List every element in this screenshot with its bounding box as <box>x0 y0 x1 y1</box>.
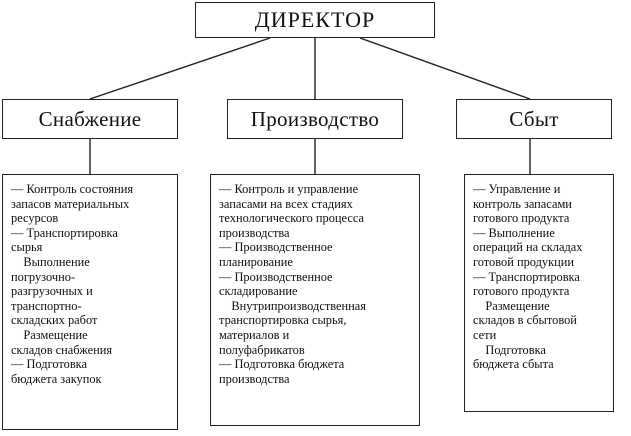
sales-function-line: бюджета сбыта <box>473 357 554 372</box>
dept-production-title: Производство <box>250 106 380 131</box>
dept-supply-title: Снабжение <box>38 106 142 131</box>
production-function-line: — Контроль и управление <box>219 182 359 196</box>
production-function-line: — Производственное <box>219 269 333 284</box>
sales-function-line: Подготовка <box>473 342 546 357</box>
dept-supply-box: Снабжение <box>2 99 178 139</box>
sales-function-line: — Управление и <box>473 182 561 196</box>
supply-function-line: бюджета закупок <box>11 371 102 386</box>
sales-functions-box: — Управление и контроль запасами готовог… <box>464 174 614 412</box>
sales-function-line: готового продукта <box>473 284 570 299</box>
sales-function-line: контроль запасами <box>473 196 572 211</box>
supply-function-line: Выполнение <box>11 254 90 269</box>
supply-function-line: ресурсов <box>11 211 59 226</box>
dept-sales-title: Сбыт <box>509 106 559 131</box>
supply-function-line: погрузочно- <box>11 269 76 284</box>
dept-production-box: Производство <box>227 99 403 139</box>
production-function-line: полуфабрикатов <box>219 342 305 357</box>
connector-director-sales <box>359 37 531 100</box>
connector-director-supply <box>89 37 271 100</box>
supply-function-line: складских работ <box>11 313 98 328</box>
sales-function-line: складов в сбытовой <box>473 313 577 328</box>
production-function-line: — Производственное <box>219 240 333 255</box>
production-function-line: транспортировка сырья, <box>219 313 347 328</box>
production-function-line: материалов и <box>219 327 290 342</box>
sales-function-line: готовой продукции <box>473 254 575 269</box>
production-functions-box: — Контроль и управление запасами на всех… <box>210 174 420 426</box>
production-function-line: складирование <box>219 284 298 299</box>
production-function-line: производства <box>219 225 290 240</box>
supply-function-line: транспортно- <box>11 298 82 313</box>
supply-function-line: сырья <box>11 240 43 255</box>
sales-function-line: сети <box>473 327 497 342</box>
sales-function-line: готового продукта <box>473 211 570 226</box>
production-function-line: производства <box>219 371 290 386</box>
sales-function-line: Размещение <box>473 298 550 313</box>
production-function-line: Внутрипроизводственная <box>219 298 366 313</box>
sales-function-line: — Выполнение <box>473 225 555 240</box>
production-function-line: — Подготовка бюджета <box>219 357 345 372</box>
director-box: ДИРЕКТОР <box>195 2 435 38</box>
supply-function-line: запасов материальных <box>11 196 130 211</box>
dept-sales-box: Сбыт <box>456 99 612 139</box>
director-label: ДИРЕКТОР <box>254 7 376 32</box>
production-function-line: запасами на всех стадиях <box>219 196 353 211</box>
supply-function-line: разгрузочных и <box>11 284 93 299</box>
supply-function-line: — Контроль состояния <box>11 182 134 196</box>
supply-function-line: — Подготовка <box>11 357 88 372</box>
supply-function-line: Размещение <box>11 327 88 342</box>
sales-function-line: операций на складах <box>473 240 583 255</box>
supply-function-line: — Транспортировка <box>11 225 118 240</box>
sales-function-line: — Транспортировка <box>473 269 580 284</box>
production-function-line: технологического процесса <box>219 211 365 226</box>
production-function-line: планирование <box>219 254 293 269</box>
supply-functions-box: — Контроль состояния запасов материальны… <box>2 174 178 430</box>
supply-function-line: складов снабжения <box>11 342 113 357</box>
